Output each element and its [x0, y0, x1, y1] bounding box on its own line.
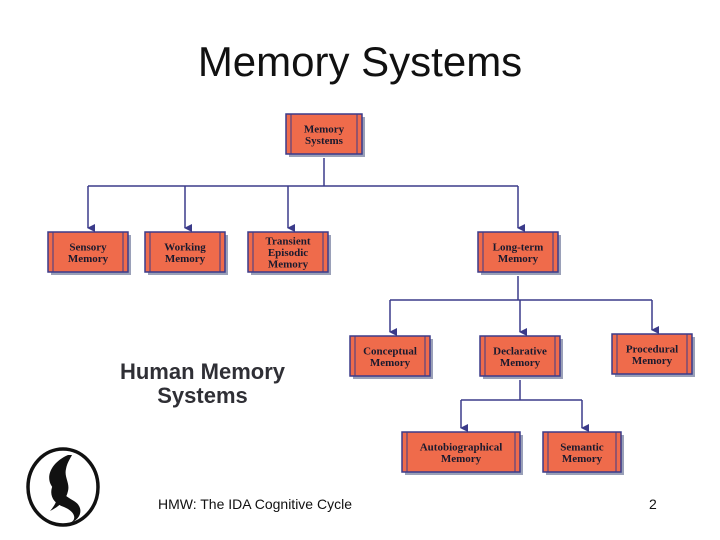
page-number: 2	[649, 496, 657, 512]
node-label: Declarative	[493, 345, 547, 357]
side-label: Human Memory Systems	[100, 360, 305, 408]
node-label: Memory	[304, 123, 345, 135]
node-label: Sensory	[69, 241, 107, 253]
connector-memory-systems	[87, 158, 525, 232]
connector-declarative-memory	[460, 380, 589, 432]
node-label: Memory	[500, 357, 541, 369]
ida-logo-icon	[26, 447, 100, 527]
connector-long-term-memory	[389, 276, 659, 336]
node-label: Conceptual	[363, 345, 417, 357]
node-label: Semantic	[560, 441, 604, 453]
node-label: Transient	[265, 236, 310, 248]
node-label: Memory	[68, 253, 109, 265]
node-label: Episodic	[268, 247, 308, 259]
side-label-line: Human Memory	[119, 359, 286, 384]
node-label: Memory	[498, 253, 539, 265]
node-label: Procedural	[626, 343, 678, 355]
node-label: Systems	[305, 135, 344, 147]
node-label: Memory	[562, 453, 603, 465]
node-label: Memory	[268, 259, 309, 271]
slide-title: Memory Systems	[197, 38, 523, 85]
node-label: Memory	[441, 453, 482, 465]
side-label-line: Systems	[157, 383, 248, 408]
footer-text: HMW: The IDA Cognitive Cycle	[158, 496, 352, 512]
node-label: Memory	[165, 253, 206, 265]
node-label: Long-term	[493, 241, 544, 253]
node-label: Memory	[370, 357, 411, 369]
node-label: Working	[164, 241, 206, 253]
node-label: Memory	[632, 355, 673, 367]
node-label: Autobiographical	[420, 441, 503, 453]
